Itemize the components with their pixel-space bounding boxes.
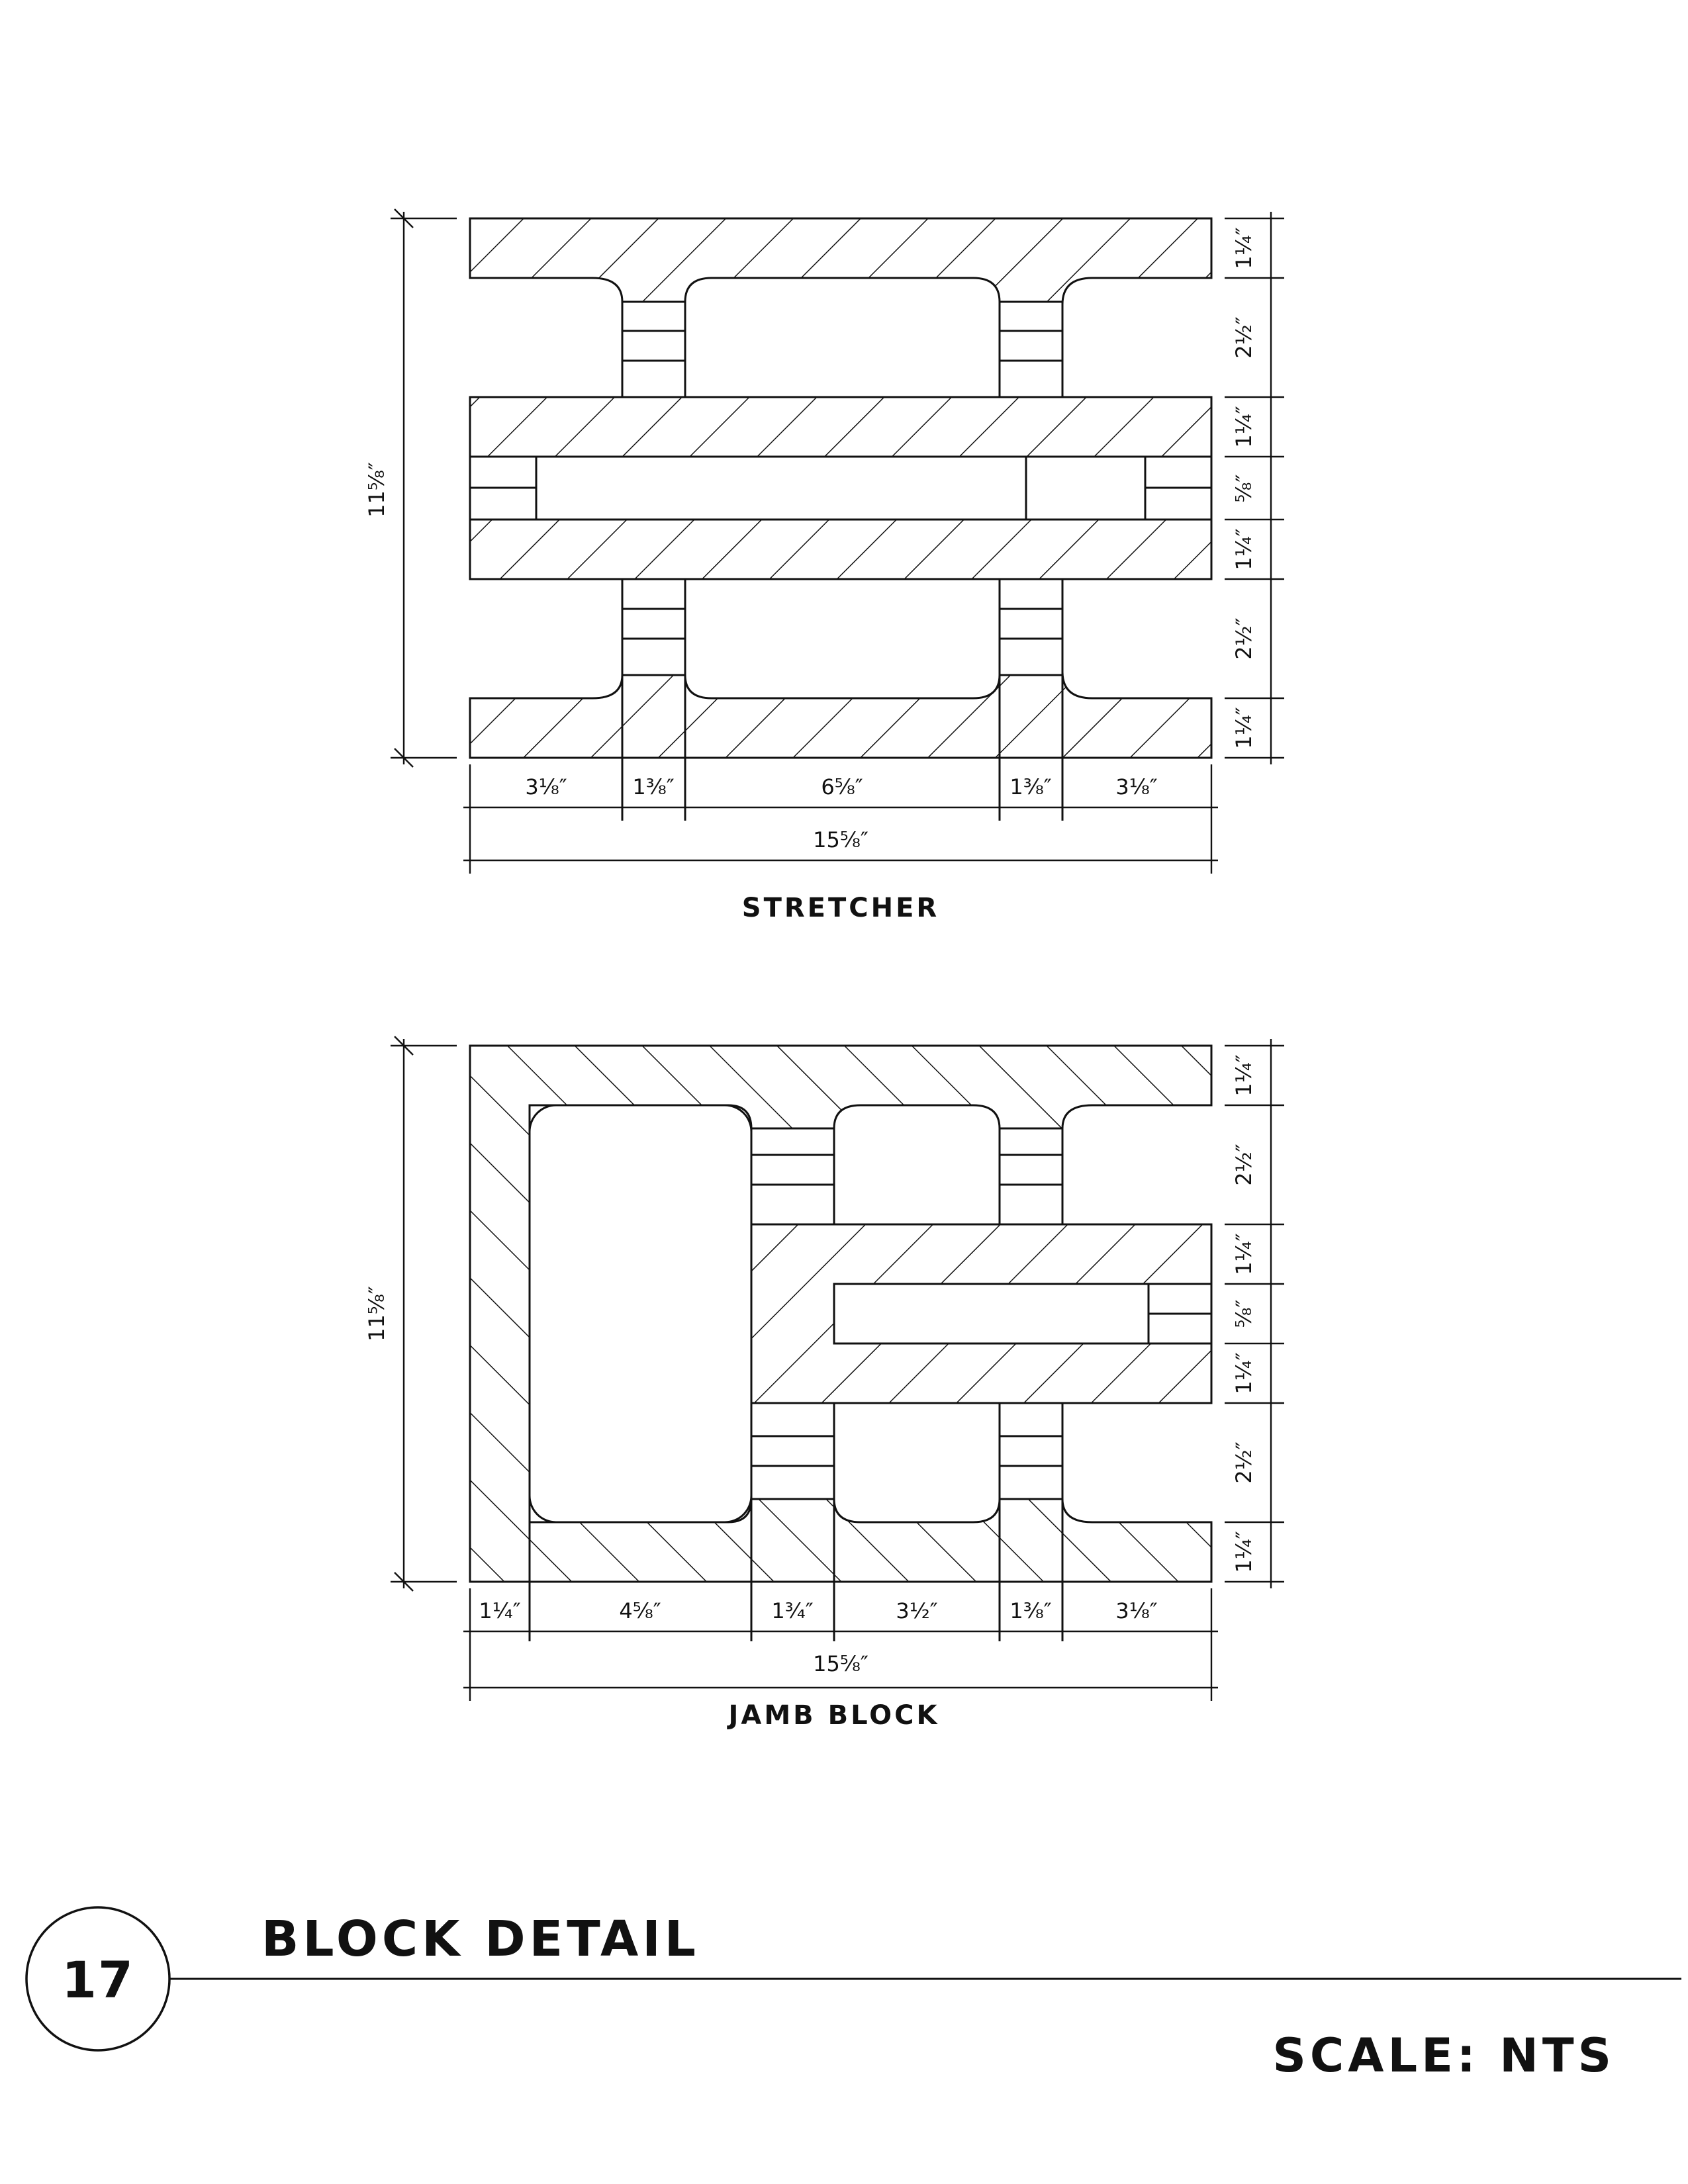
stretcher-vdim-7: 1¼″ — [1231, 707, 1256, 749]
stretcher-wdim-1: 3⅛″ — [525, 774, 567, 799]
jamb-vdim-4: ⅝″ — [1231, 1299, 1256, 1328]
jamb-right-dimension-chain — [1225, 1039, 1284, 1588]
jamb-wdim-5: 1⅜″ — [1009, 1598, 1051, 1623]
stretcher-vdim-1: 1¼″ — [1231, 227, 1256, 269]
detail-number: 17 — [62, 1950, 134, 2009]
jamb-wdim-2: 4⅝″ — [619, 1598, 661, 1623]
stretcher-top-shell — [469, 217, 1213, 305]
stretcher-height-dimension — [391, 208, 457, 768]
jamb-wdim-1: 1¼″ — [479, 1598, 520, 1623]
jamb-height-label: 11⅝″ — [364, 1286, 389, 1342]
jamb-block: 11⅝″ 1¼″ 2½″ 1¼″ ⅝″ 1¼″ 2½″ 1¼″ — [364, 1036, 1284, 1731]
stretcher-wdim-5: 3⅛″ — [1115, 774, 1157, 799]
stretcher-vdim-3: 1¼″ — [1231, 406, 1256, 447]
jamb-vdim-1: 1¼″ — [1231, 1054, 1256, 1096]
jamb-overall-width: 15⅝″ — [813, 1651, 868, 1676]
jamb-large-core — [528, 1104, 753, 1524]
stretcher-label: STRETCHER — [742, 893, 939, 923]
stretcher-vdim-5: 1¼″ — [1231, 528, 1256, 570]
jamb-vdim-5: 1¼″ — [1231, 1352, 1256, 1394]
jamb-vdim-3: 1¼″ — [1231, 1233, 1256, 1275]
jamb-height-dimension — [391, 1036, 457, 1592]
stretcher-width-dimension-chain — [463, 764, 1218, 874]
jamb-wdim-4: 3½″ — [896, 1598, 937, 1623]
detail-title: BLOCK DETAIL — [261, 1911, 700, 1968]
jamb-wdim-3: 1¾″ — [771, 1598, 813, 1623]
stretcher-wdim-3: 6⅝″ — [821, 774, 863, 799]
jamb-wdim-6: 3⅛″ — [1115, 1598, 1157, 1623]
stretcher-wdim-4: 1⅜″ — [1009, 774, 1051, 799]
scale-label: SCALE: NTS — [1273, 2028, 1616, 2083]
stretcher-mid-shell-upper — [469, 396, 1213, 458]
stretcher-block: 11⅝″ 1¼″ 2½″ 1¼″ ⅝″ 1¼″ 2½″ 1¼″ — [364, 208, 1284, 923]
stretcher-bottom-shell — [469, 671, 1213, 759]
stretcher-wdim-2: 1⅜″ — [632, 774, 674, 799]
stretcher-vdim-4: ⅝″ — [1231, 474, 1256, 502]
stretcher-overall-width: 15⅝″ — [813, 827, 868, 852]
jamb-label: JAMB BLOCK — [727, 1700, 940, 1731]
stretcher-mid-shell-lower — [469, 518, 1213, 580]
stretcher-vdim-6: 2½″ — [1231, 617, 1256, 659]
jamb-width-dimension-chain — [463, 1588, 1218, 1701]
jamb-vdim-6: 2½″ — [1231, 1441, 1256, 1483]
stretcher-vdim-2: 2½″ — [1231, 316, 1256, 358]
stretcher-right-dimension-chain — [1225, 212, 1284, 764]
stretcher-height-label: 11⅝″ — [364, 462, 389, 518]
jamb-vdim-7: 1¼″ — [1231, 1531, 1256, 1572]
title-block: 17 BLOCK DETAIL SCALE: NTS — [25, 1906, 1681, 2083]
stretcher-insulation-slot — [469, 455, 1213, 521]
jamb-vdim-2: 2½″ — [1231, 1144, 1256, 1185]
